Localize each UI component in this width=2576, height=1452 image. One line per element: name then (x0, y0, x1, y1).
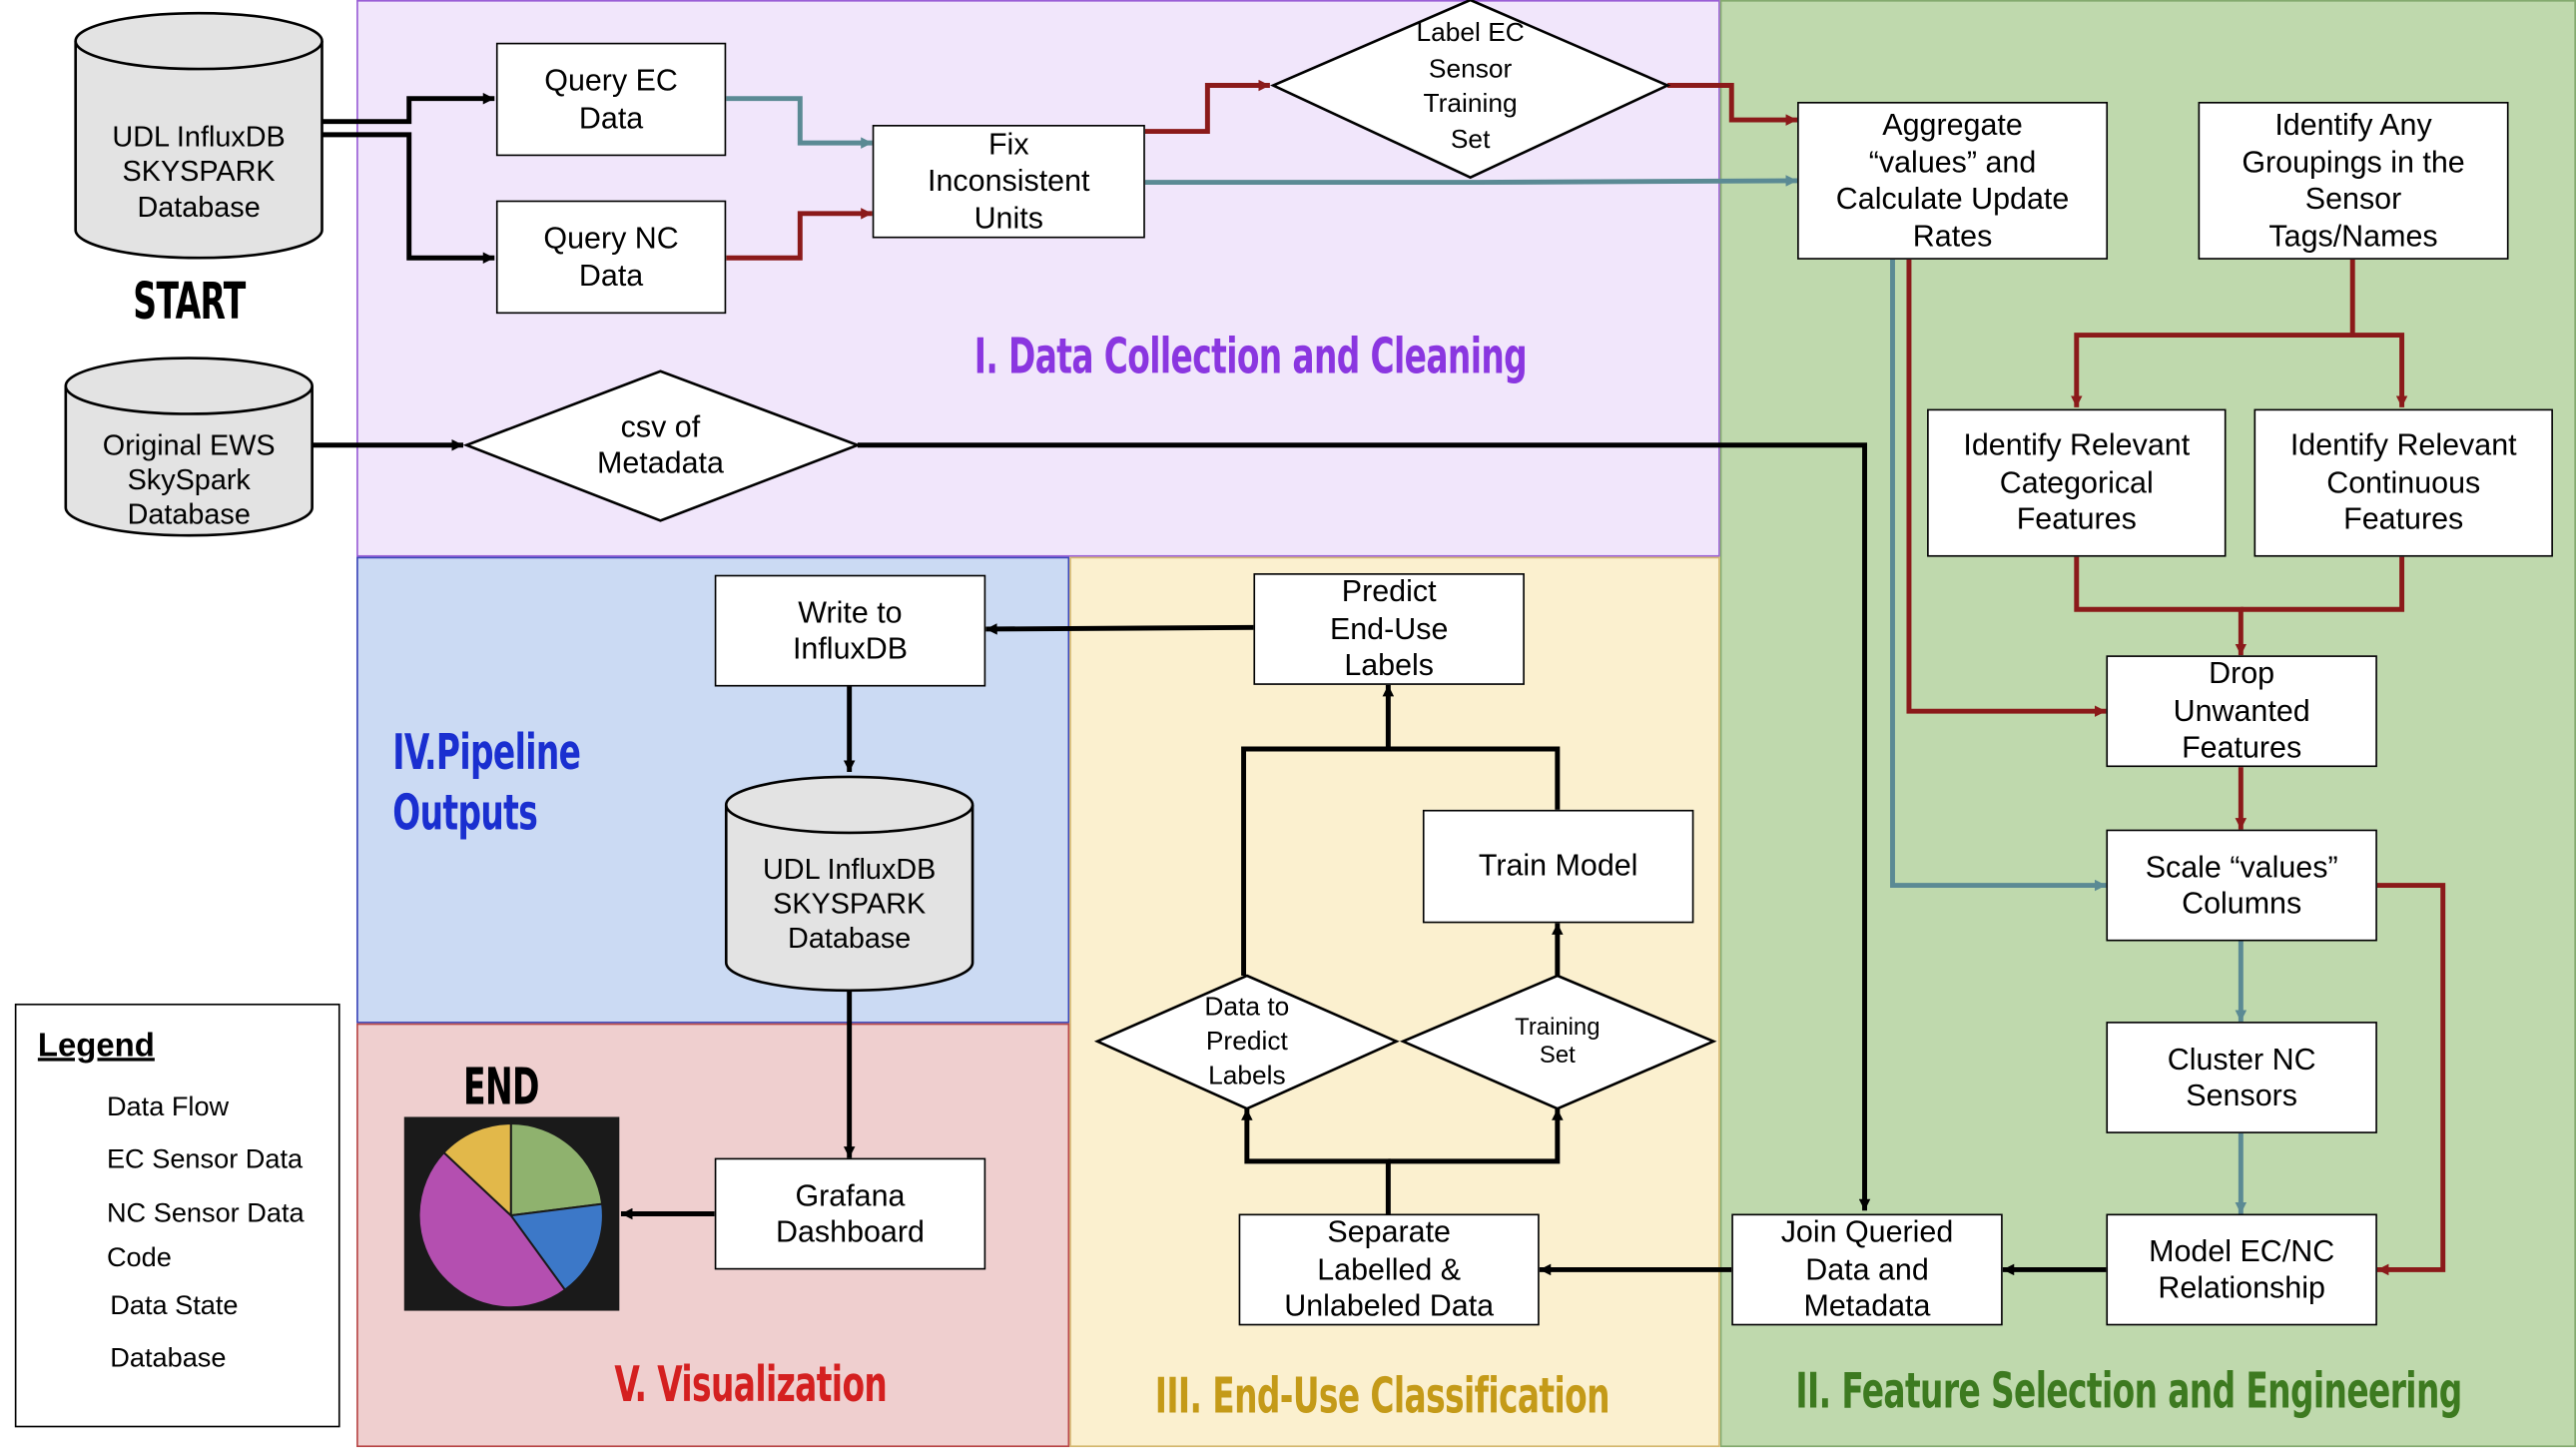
diamond-label-ec (1269, 0, 1671, 180)
join-metadata-step: Join Queried Data and Metadata (1731, 1213, 2003, 1326)
arrow-groupings-split (2071, 259, 2355, 407)
arrow-fix-to-label-ec (1144, 79, 1270, 135)
arrow-udl-to-query-ec (322, 92, 495, 125)
legend-data-state-label: Data State (110, 1290, 239, 1321)
legend-data-flow-label: Data Flow (106, 1091, 230, 1122)
diamond-data-to-predict (1093, 974, 1400, 1110)
arrow-predict-to-write (985, 623, 1254, 635)
pie-slice-1 (509, 1122, 604, 1217)
legend-box (14, 1003, 340, 1428)
database-udl-top (74, 11, 323, 260)
query-ec-data-step: Query EC Data (495, 42, 727, 157)
database-udl-output (724, 775, 974, 993)
cluster-nc-step: Cluster NC Sensors (2106, 1022, 2377, 1133)
nc-sensor-arrows (726, 96, 2248, 1214)
drop-features-step: Drop Unwanted Features (2106, 655, 2377, 768)
start-marker: START (133, 273, 246, 333)
train-model-step: Train Model (1422, 809, 1694, 924)
section-title-feature-engineering: II. Feature Selection and Engineering (1795, 1363, 2462, 1421)
section-title-data-collection: I. Data Collection and Cleaning (973, 328, 1528, 386)
arrow-udl-to-query-nc (322, 132, 495, 264)
ec-sensor-arrows (726, 79, 2446, 1276)
arrow-query-nc-to-fix (726, 208, 873, 261)
arrow-separate-to-training-set (1388, 1108, 1564, 1164)
pie-slice-3 (417, 1150, 567, 1309)
arrow-aggregate-to-drop (1906, 259, 2107, 717)
scale-values-step: Scale “values” Columns (2106, 829, 2377, 942)
pie-chart (417, 1122, 604, 1309)
arrow-train-to-predict (1382, 684, 1561, 810)
model-relationship-step: Model EC/NC Relationship (2106, 1213, 2377, 1326)
pie-slice-4 (442, 1122, 512, 1218)
arrow-categorical-to-drop (2074, 556, 2248, 656)
arrow-fix-to-aggregate (1144, 175, 1798, 187)
section-title-end-use-classification: III. End-Use Classification (1154, 1368, 1610, 1426)
separate-data-step: Separate Labelled & Unlabeled Data (1238, 1213, 1540, 1326)
arrow-label-ec-to-aggregate (1667, 83, 1798, 126)
diamond-csv-metadata (462, 369, 862, 522)
arrow-separate-to-predict-data (1241, 1108, 1391, 1214)
categorical-features-step: Identify Relevant Categorical Features (1927, 408, 2227, 557)
legend-code-label: Code (106, 1243, 172, 1273)
continuous-features-step: Identify Relevant Continuous Features (2254, 408, 2553, 557)
write-influxdb-step: Write to InfluxDB (714, 574, 986, 687)
legend-ec-label: EC Sensor Data (106, 1144, 304, 1175)
database-ews (64, 357, 314, 537)
arrow-groupings-to-continuous (2352, 333, 2408, 407)
pie-slice-2 (508, 1202, 604, 1292)
section-title-pipeline-outputs-line2: Outputs (392, 785, 538, 843)
legend-title: Legend (37, 1028, 155, 1065)
end-marker: END (463, 1058, 539, 1117)
arrow-csv-to-join (857, 442, 1871, 1211)
arrow-continuous-to-drop (2241, 556, 2405, 612)
section-title-pipeline-outputs: IV.Pipeline (392, 724, 581, 782)
fix-units-step: Fix Inconsistent Units (872, 125, 1145, 239)
legend-database-label: Database (110, 1343, 227, 1374)
arrow-query-ec-to-fix (726, 96, 873, 149)
query-nc-data-step: Query NC Data (495, 200, 727, 315)
arrow-scale-to-model (2376, 883, 2446, 1276)
grafana-dashboard-step: Grafana Dashboard (714, 1157, 986, 1270)
aggregate-values-step: Aggregate “values” and Calculate Update … (1797, 101, 2109, 260)
section-title-visualization: V. Visualization (614, 1356, 888, 1415)
diamond-training-set (1399, 974, 1717, 1110)
predict-labels-step: Predict End-Use Labels (1253, 573, 1525, 685)
data-flow-arrows (312, 92, 2107, 1276)
arrow-aggregate-to-scale (1890, 259, 2107, 892)
legend-nc-label: NC Sensor Data (106, 1198, 305, 1229)
arrow-predict-data-to-predict (1241, 746, 1389, 977)
identify-groupings-step: Identify Any Groupings in the Sensor Tag… (2198, 101, 2509, 260)
